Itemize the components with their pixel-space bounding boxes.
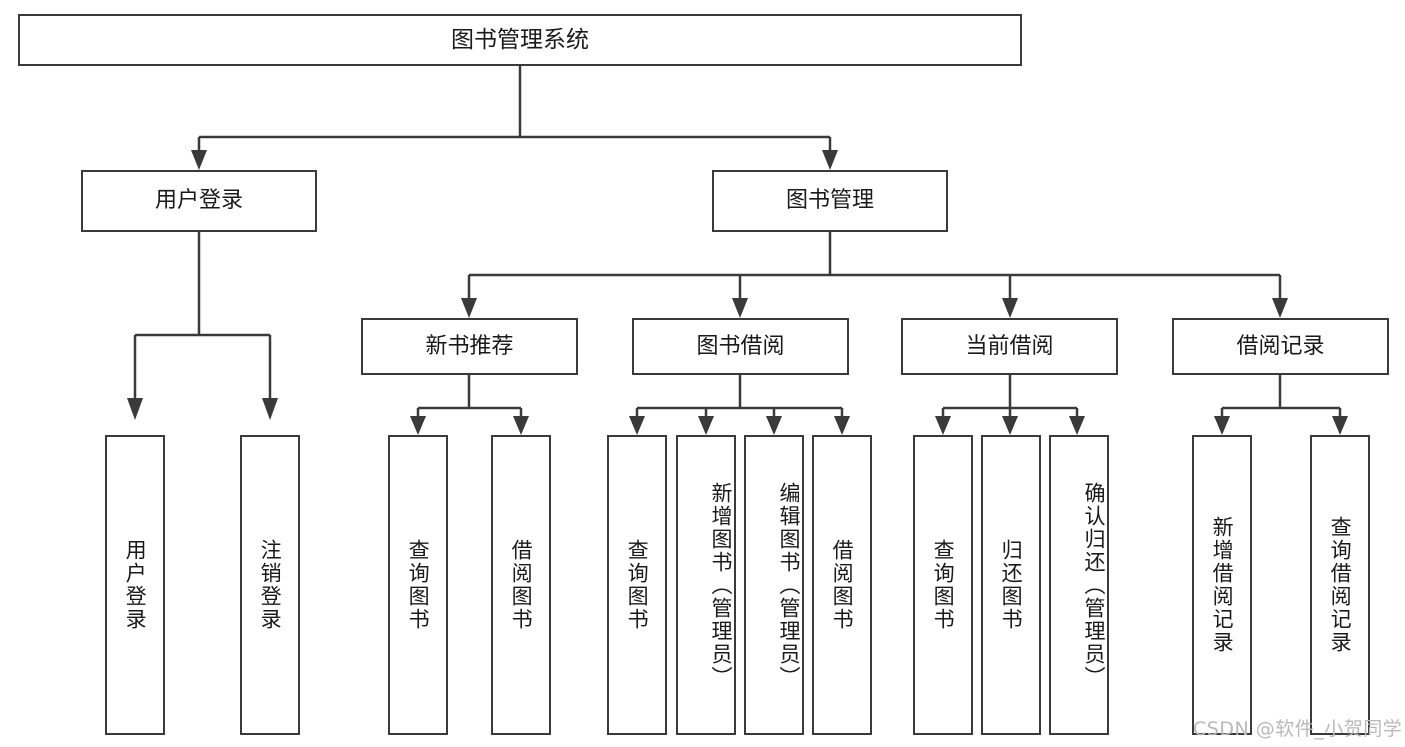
leaf-edit-book-admin[interactable]: 编辑图书（管理员） [744, 435, 804, 735]
leaf-query-book-borrow[interactable]: 查询图书 [607, 435, 667, 735]
node-label: 借阅图书 [830, 539, 855, 631]
leaf-add-book-admin[interactable]: 新增图书（管理员） [676, 435, 736, 735]
node-root-book-management-system[interactable]: 图书管理系统 [18, 14, 1022, 66]
node-label: 图书管理 [785, 188, 874, 214]
node-label: 当前借阅 [965, 333, 1054, 359]
leaf-add-borrow-record[interactable]: 新增借阅记录 [1192, 435, 1252, 735]
node-borrow-record[interactable]: 借阅记录 [1172, 318, 1389, 375]
leaf-query-book-recommend[interactable]: 查询图书 [388, 435, 448, 735]
node-label: 编辑图书（管理员） [777, 481, 801, 689]
node-book-borrow[interactable]: 图书借阅 [632, 318, 849, 375]
leaf-confirm-return-admin[interactable]: 确认归还（管理员） [1049, 435, 1109, 735]
node-label: 确认归还（管理员） [1082, 481, 1106, 689]
node-current-borrow[interactable]: 当前借阅 [901, 318, 1118, 375]
leaf-return-book[interactable]: 归还图书 [981, 435, 1041, 735]
node-label: 用户登录 [123, 539, 148, 631]
leaf-query-borrow-record[interactable]: 查询借阅记录 [1310, 435, 1370, 735]
node-label: 图书借阅 [696, 333, 785, 359]
node-new-book-recommend[interactable]: 新书推荐 [361, 318, 578, 375]
node-label: 注销登录 [258, 539, 283, 631]
node-user-login[interactable]: 用户登录 [81, 170, 317, 232]
node-label: 图书管理系统 [451, 26, 589, 53]
node-label: 借阅图书 [509, 539, 534, 631]
node-label: 新书推荐 [425, 333, 514, 359]
node-label: 查询图书 [625, 539, 650, 631]
csdn-watermark: CSDN @软件_小贺同学 [1193, 718, 1403, 740]
node-label: 新增借阅记录 [1210, 516, 1235, 654]
node-label: 查询图书 [931, 539, 956, 631]
node-label: 借阅记录 [1236, 333, 1325, 359]
node-label: 归还图书 [999, 539, 1024, 631]
node-book-management[interactable]: 图书管理 [712, 170, 948, 232]
node-label: 查询图书 [406, 539, 431, 631]
node-label: 新增图书（管理员） [709, 481, 733, 689]
leaf-borrow-book[interactable]: 借阅图书 [812, 435, 872, 735]
leaf-logout-login[interactable]: 注销登录 [240, 435, 300, 735]
leaf-query-book-current[interactable]: 查询图书 [913, 435, 973, 735]
leaf-user-login[interactable]: 用户登录 [105, 435, 165, 735]
node-label: 查询借阅记录 [1328, 516, 1353, 654]
leaf-borrow-book-recommend[interactable]: 借阅图书 [491, 435, 551, 735]
node-label: 用户登录 [154, 188, 243, 214]
